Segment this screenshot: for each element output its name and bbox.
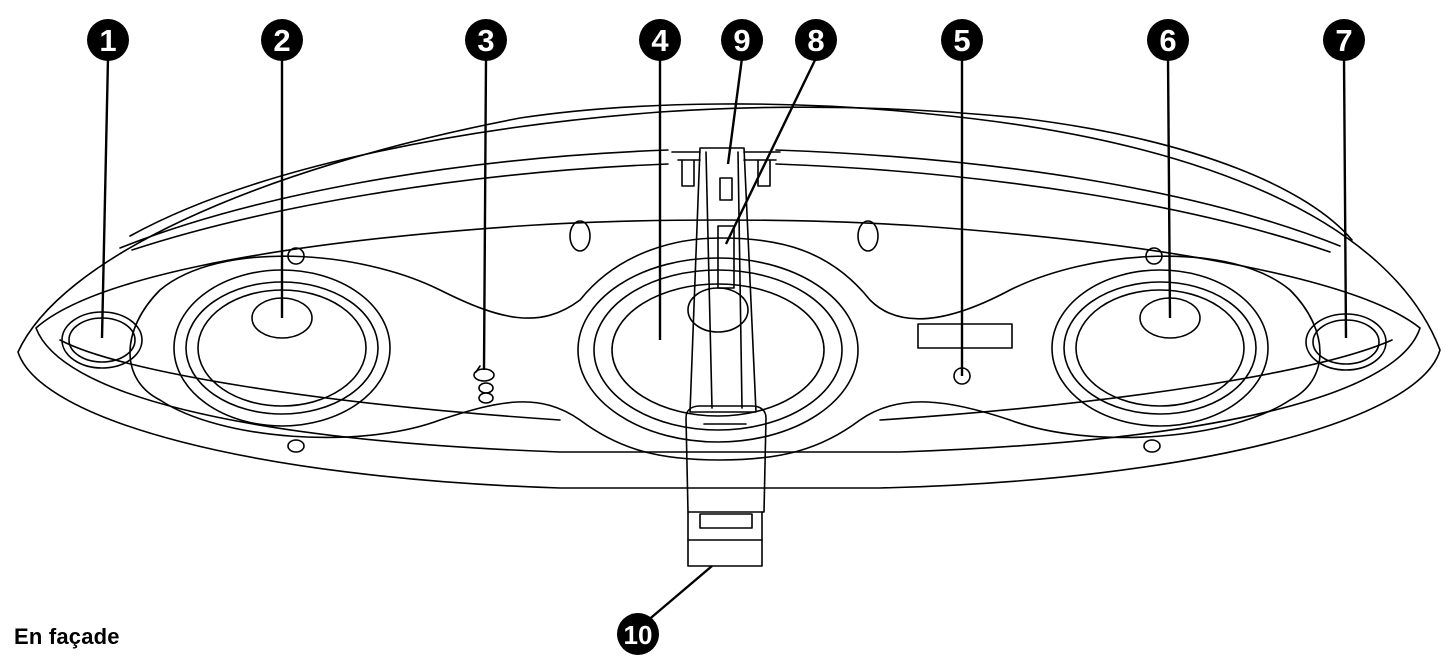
- speaker-top-seam-2: [131, 163, 1331, 253]
- svg-text:4: 4: [651, 23, 669, 58]
- svg-text:7: 7: [1335, 23, 1352, 58]
- speaker-top-seam: [119, 149, 1341, 249]
- diagram-caption: En façade: [14, 624, 120, 649]
- callout-3: 3: [465, 19, 507, 61]
- dock-stem: [689, 147, 757, 413]
- front-panel-inner-line-2: [879, 339, 1393, 421]
- callout-7: 7: [1323, 19, 1365, 61]
- callout-4: 4: [639, 19, 681, 61]
- driver-recess-outline: [129, 237, 1321, 461]
- front-panel-outline: [35, 219, 1421, 453]
- callout-10: 10: [617, 613, 659, 655]
- callout-2: 2: [261, 19, 303, 61]
- callout-8: 8: [795, 19, 837, 61]
- svg-text:10: 10: [624, 620, 653, 650]
- callout-6: 6: [1147, 19, 1189, 61]
- callout-5: 5: [941, 19, 983, 61]
- svg-text:1: 1: [99, 23, 116, 58]
- speaker-body-outline: [17, 103, 1441, 489]
- svg-text:2: 2: [273, 23, 290, 58]
- speaker-top-ridge: [129, 106, 1353, 241]
- callout-9: 9: [721, 19, 763, 61]
- svg-text:9: 9: [733, 23, 750, 58]
- svg-text:5: 5: [953, 23, 970, 58]
- svg-text:8: 8: [807, 23, 824, 58]
- svg-text:3: 3: [477, 23, 494, 58]
- svg-text:6: 6: [1159, 23, 1176, 58]
- callout-1: 1: [87, 19, 129, 61]
- dock-connector: [685, 405, 767, 513]
